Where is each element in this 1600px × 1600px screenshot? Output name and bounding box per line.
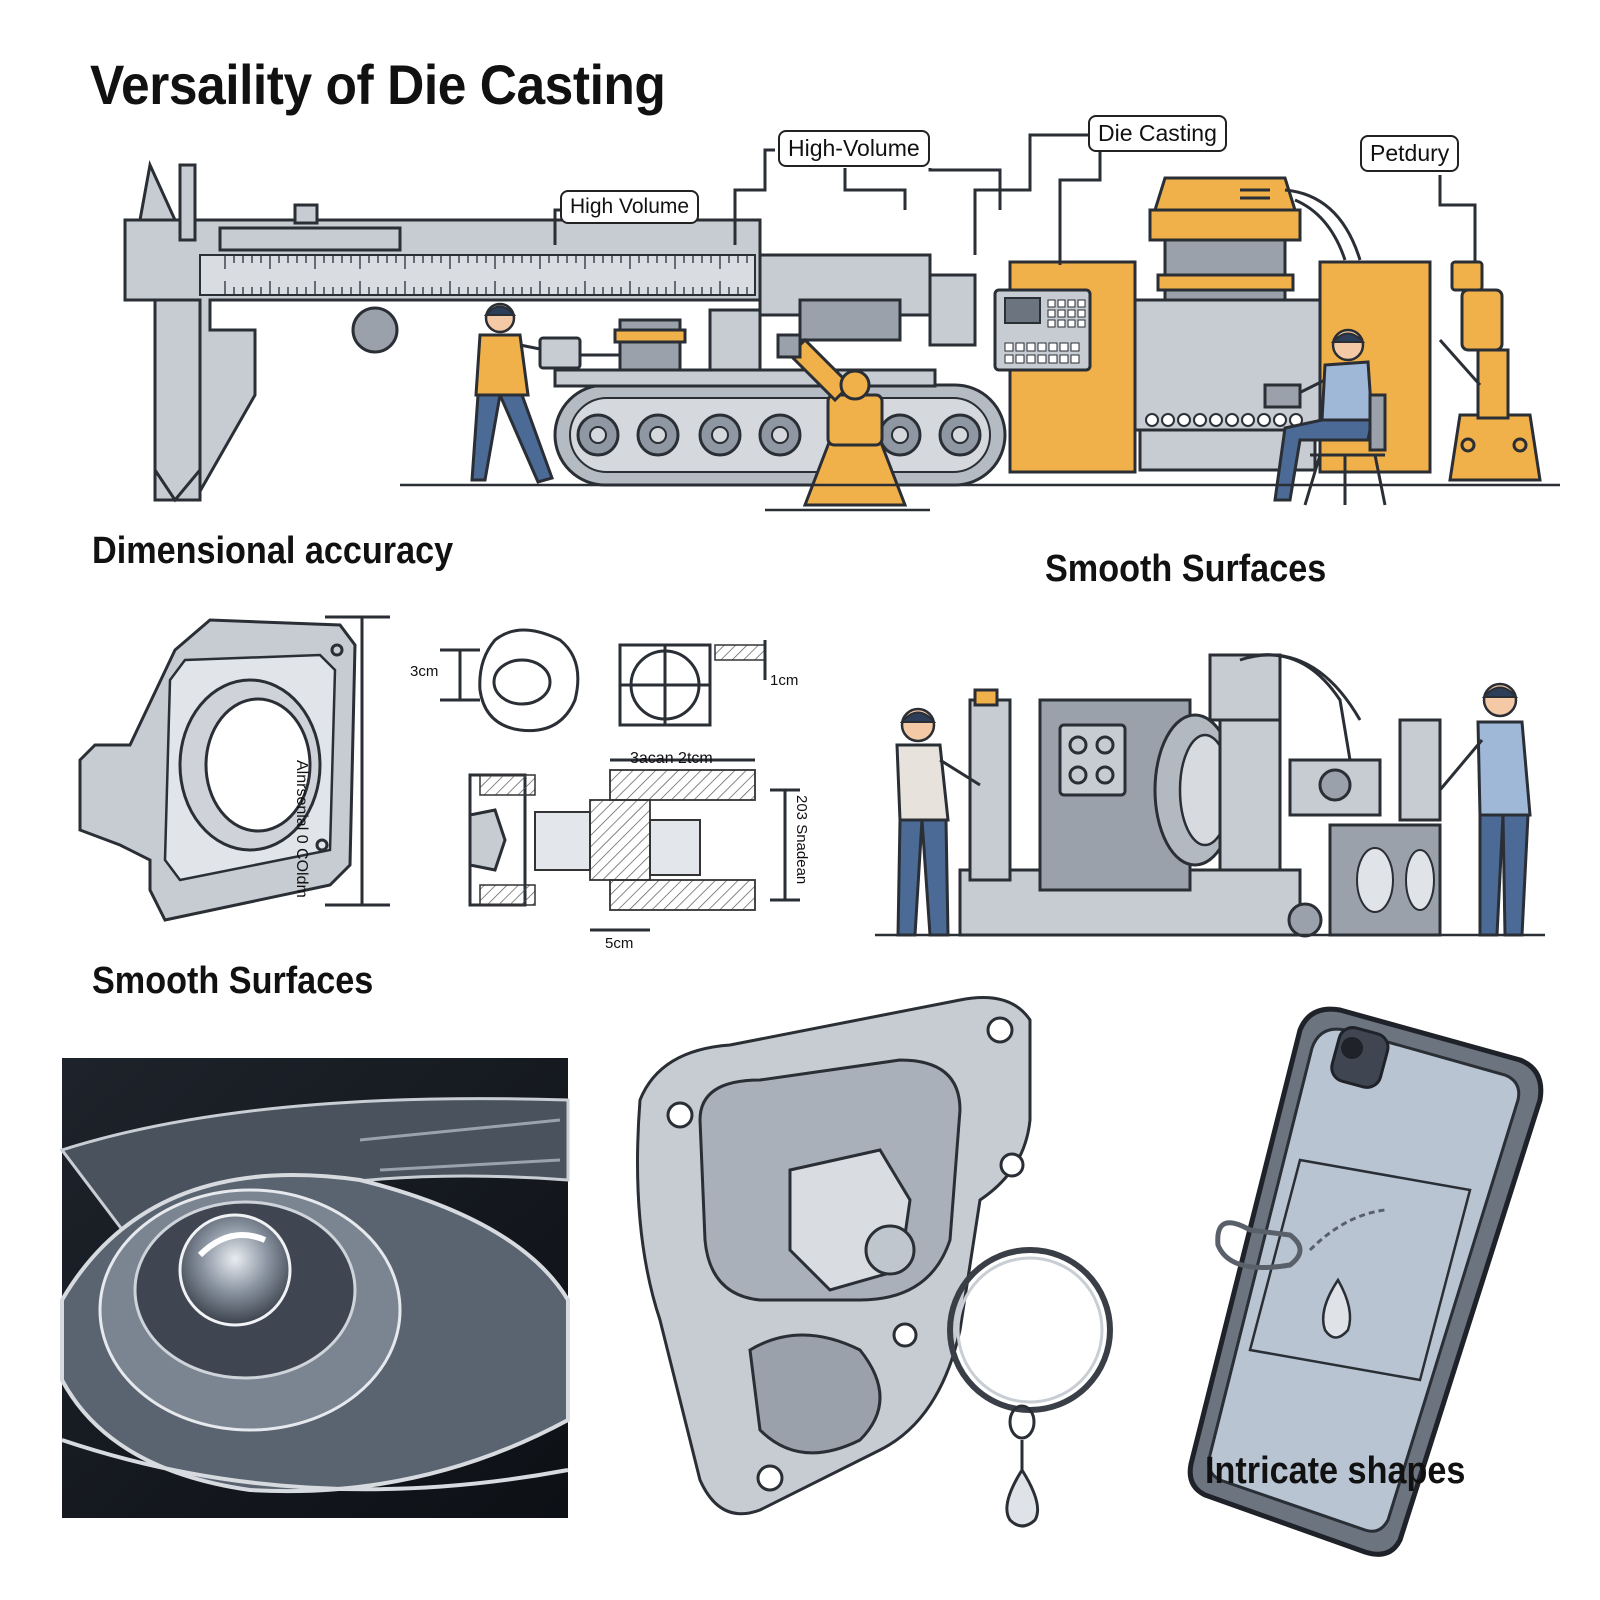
dimension-part-height: Alnrsenial 0 COldm [293, 760, 310, 898]
heading-smooth-surfaces-left: Smooth Surfaces [92, 960, 374, 1002]
panel-key [1077, 319, 1086, 328]
panel-key [1070, 342, 1080, 352]
conveyor-hub [649, 426, 667, 444]
heading-smooth-surfaces-right: Smooth Surfaces [1045, 548, 1327, 590]
panel-key [1037, 342, 1047, 352]
keychain-icon [947, 1247, 1113, 1528]
worker-seated-icon [1263, 328, 1387, 506]
robot-right-icon [1438, 260, 1542, 482]
panel-key [1026, 342, 1036, 352]
headlight-icon [59, 1058, 570, 1518]
panel-key [1037, 354, 1047, 364]
callout-die-casting: Die Casting [1088, 115, 1227, 152]
panel-key [1067, 309, 1076, 318]
callout-high-volume-hyphen: High-Volume [778, 130, 930, 167]
panel-key [1004, 342, 1014, 352]
press-hole [1177, 413, 1191, 427]
worker-machine-left-icon [895, 707, 981, 937]
robot-arm-icon [776, 333, 908, 507]
casting-machine-icon [875, 653, 1545, 938]
dimension-section-bottom: 5cm [605, 935, 634, 952]
conveyor-hub [891, 426, 909, 444]
panel-key [1059, 342, 1069, 352]
callout-high-volume: High Volume [560, 190, 700, 224]
panel-screen [1004, 297, 1041, 324]
callout-petdury: Petdury [1360, 135, 1460, 172]
panel-key [1047, 299, 1056, 308]
dimension-section-top: 3acan 2tcm [630, 750, 713, 767]
press-hole [1273, 413, 1287, 427]
panel-key [1057, 309, 1066, 318]
panel-key [1070, 354, 1080, 364]
phone-case-icon [1187, 1006, 1544, 1557]
callout-leaders [400, 133, 1560, 512]
worker-left-icon [470, 302, 582, 484]
press-hole [1193, 413, 1207, 427]
panel-key [1057, 319, 1066, 328]
press-hole [1161, 413, 1175, 427]
press-hole [1145, 413, 1159, 427]
panel-key [1015, 354, 1025, 364]
panel-key [1004, 354, 1014, 364]
conveyor-hub [771, 426, 789, 444]
press-hole [1225, 413, 1239, 427]
press-hole [1241, 413, 1255, 427]
intricate-part-icon [636, 996, 1032, 1516]
panel-key [1048, 354, 1058, 364]
panel-key [1077, 309, 1086, 318]
cast-part-icon [78, 615, 390, 922]
heading-intricate-shapes: Intricate shapes [1205, 1450, 1466, 1492]
caliper-icon [123, 160, 762, 503]
panel-key [1015, 342, 1025, 352]
conveyor-hub [589, 426, 607, 444]
panel-key [1067, 319, 1076, 328]
dimension-ring-width: 3cm [410, 663, 439, 680]
technical-drawing-icon [440, 628, 800, 932]
heading-dimensional-accuracy: Dimensional accuracy [92, 530, 454, 572]
worker-machine-right-icon [1438, 682, 1532, 937]
panel-key [1026, 354, 1036, 364]
dimension-section-height: 203 Snadean [793, 795, 810, 885]
panel-key [1047, 309, 1056, 318]
conveyor-hub [711, 426, 729, 444]
dimension-top-right: 1cm [770, 672, 799, 689]
control-panel-icon [993, 288, 1092, 372]
page-title: Versaility of Die Casting [90, 53, 666, 116]
panel-key [1057, 299, 1066, 308]
press-hole [1209, 413, 1223, 427]
panel-key [1048, 342, 1058, 352]
caliper-scale-ticks [224, 255, 748, 295]
conveyor-hub [951, 426, 969, 444]
panel-key [1047, 319, 1056, 328]
press-hole [1257, 413, 1271, 427]
panel-key [1067, 299, 1076, 308]
panel-key [1059, 354, 1069, 364]
panel-key [1077, 299, 1086, 308]
